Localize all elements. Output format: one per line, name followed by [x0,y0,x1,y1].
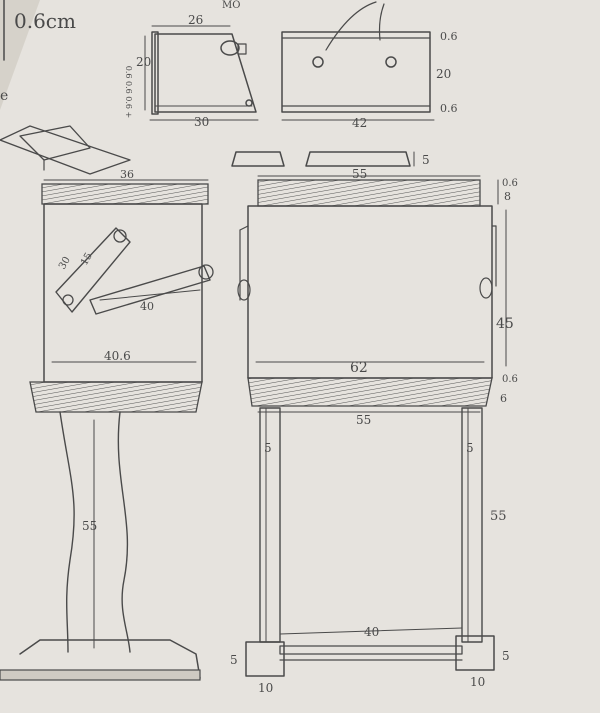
left-arm-c: 40 [140,300,154,313]
top-left-corner-note: MO [222,0,240,11]
right-foot-h-left: 5 [230,653,238,667]
top-left-frame [144,25,259,121]
top-left-height: 20 [136,55,151,69]
left-view [0,179,214,681]
top-left-width-bottom: 30 [194,115,209,129]
right-leg-width-left: 5 [264,441,272,455]
top-right-frame [281,1,435,121]
top-left-width-top: 26 [188,13,203,27]
right-rail-length: 40 [364,625,379,639]
right-foot-w-right: 10 [470,675,485,689]
right-body-height: 45 [496,316,514,332]
right-leg-width-right: 5 [466,441,474,455]
top-left-side-stack: 0.6 0.6 0.6 + [124,66,133,119]
right-leg-height: 55 [490,509,507,524]
left-edge-label: e [0,88,8,104]
paper-shadow [0,0,40,110]
material-note: 0.6cm [14,9,76,33]
left-leg-height: 55 [82,519,97,533]
top-right-thk-top: 0.6 [440,30,458,43]
right-top-height: 8 [504,190,511,203]
top-right-height: 20 [436,67,451,81]
small-part-right [305,151,411,167]
right-bottom-thk: 0.6 [502,374,518,385]
top-right-width: 42 [352,116,367,130]
right-body-width: 62 [350,360,368,376]
right-foot-w-left: 10 [258,681,273,695]
right-view [237,175,507,677]
small-part-left [231,151,285,167]
angled-part-sketch [0,125,131,175]
right-top-width: 55 [352,167,367,181]
small-part-height: 5 [422,153,430,167]
top-right-thk-bottom: 0.6 [440,102,458,115]
right-top-thk: 0.6 [502,178,518,189]
left-top-width: 36 [120,168,134,181]
left-mid-width: 40.6 [104,349,131,363]
right-base-height: 6 [500,392,507,405]
right-foot-h-right: 5 [502,649,510,663]
right-lower-width: 55 [356,413,371,427]
